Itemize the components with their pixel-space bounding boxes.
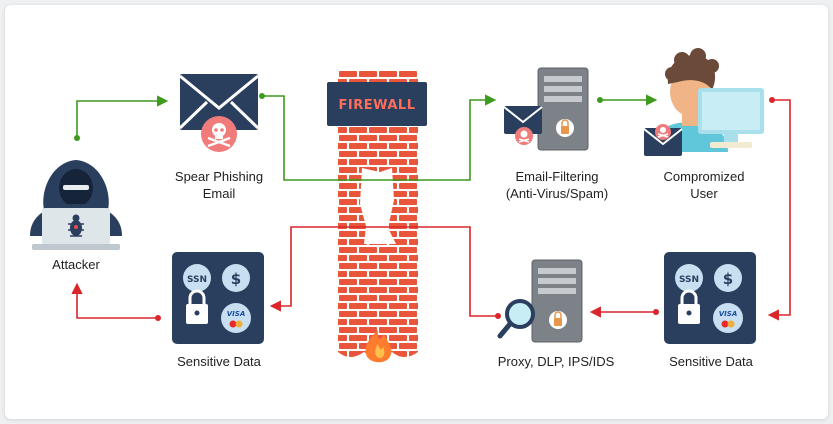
attacker-to-email-line	[76, 95, 169, 138]
svg-text:SSN: SSN	[679, 275, 699, 285]
fire-icon	[365, 330, 392, 363]
firewall-sign	[327, 82, 427, 126]
credit-card-icon: VISA	[221, 303, 251, 333]
dollar-icon: $	[714, 264, 742, 292]
proxy-dlp-label: Proxy, DLP, IPS/IDS	[497, 354, 615, 369]
filtered-email-icon	[503, 106, 543, 145]
wall-breach-hole	[360, 168, 396, 244]
email-envelope-icon	[178, 74, 260, 152]
firewall-label: FIREWALL	[339, 98, 416, 113]
lock-icon	[678, 289, 700, 324]
sensitive-data-left-label: Sensitive Data	[177, 354, 261, 369]
user-to-data-line	[767, 99, 791, 321]
compromized-user-icon	[643, 48, 764, 156]
data-to-attacker-line	[71, 282, 158, 319]
ssn-icon: SSN	[675, 264, 703, 292]
sensitive-data-right-card: SSN $ VISA	[664, 252, 756, 344]
exfiltration-line	[269, 226, 498, 317]
skull-icon	[201, 116, 237, 152]
svg-text:VISA: VISA	[227, 310, 245, 318]
firewall: FIREWALL	[327, 70, 427, 363]
svg-text:SSN: SSN	[187, 275, 207, 285]
monitor-icon	[698, 88, 764, 148]
svg-text:VISA: VISA	[719, 310, 737, 318]
attacker-label: Attacker	[52, 257, 100, 272]
sensitive-data-right-label: Sensitive Data	[669, 354, 753, 369]
proxy-server-icon	[497, 259, 583, 343]
email-filter-server-icon	[503, 67, 589, 151]
ssn-icon: SSN	[183, 264, 211, 292]
credit-card-icon: VISA	[713, 303, 743, 333]
bug-icon	[68, 214, 84, 237]
dollar-icon: $	[222, 264, 250, 292]
svg-text:$: $	[723, 270, 733, 288]
compromized-user-label: Compromized User	[663, 169, 745, 201]
flow-lines	[71, 93, 791, 321]
email-filtering-label: Email-Filtering (Anti-Virus/Spam)	[505, 169, 609, 201]
lock-icon	[186, 289, 208, 324]
phishing-email-icon	[643, 124, 683, 156]
spear-phishing-label: Spear Phishing Email	[174, 169, 264, 201]
email-through-firewall-line	[262, 94, 497, 181]
sensitive-data-left-card: SSN $ VISA	[172, 252, 264, 344]
hacker-icon	[30, 160, 122, 250]
magnifier-icon	[497, 299, 535, 339]
svg-text:$: $	[231, 270, 241, 288]
